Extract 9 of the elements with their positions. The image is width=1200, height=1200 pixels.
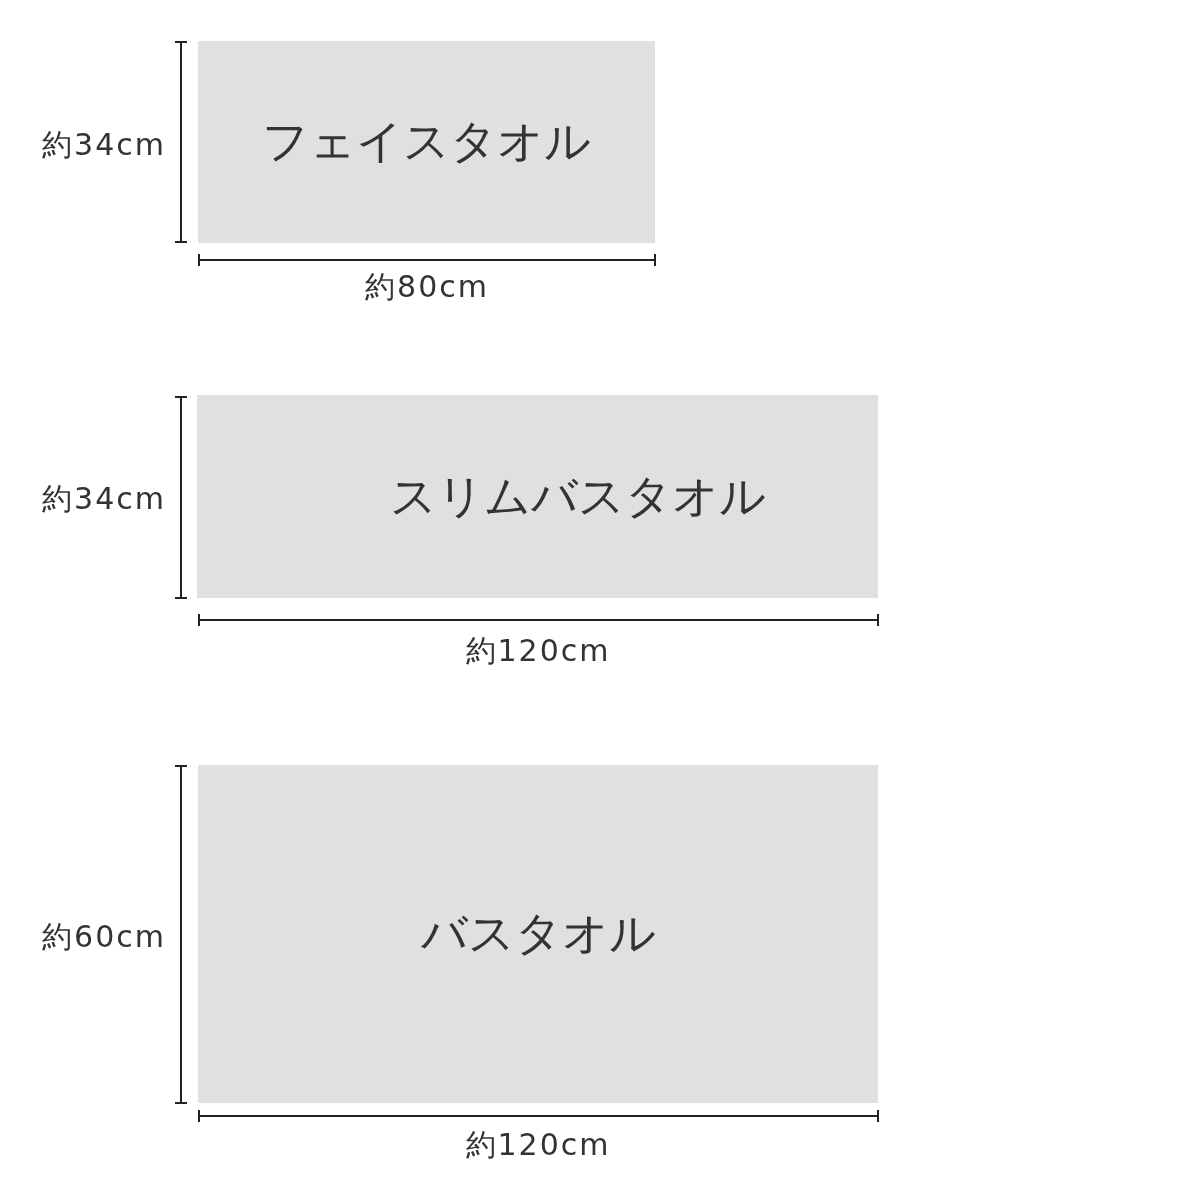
- towel-panel: バスタオル: [198, 765, 878, 1103]
- dimension-label: 約80cm: [365, 269, 489, 303]
- towel-panel: スリムバスタオル: [197, 395, 878, 598]
- dimension-label: 約120cm: [465, 1127, 611, 1161]
- dimension-label: 約120cm: [465, 633, 611, 667]
- dimension-label: 約34cm: [42, 127, 166, 161]
- towel-panel: フェイスタオル: [198, 41, 655, 243]
- dimension-label: 約60cm: [42, 919, 166, 953]
- dimension-label: 約34cm: [42, 481, 166, 515]
